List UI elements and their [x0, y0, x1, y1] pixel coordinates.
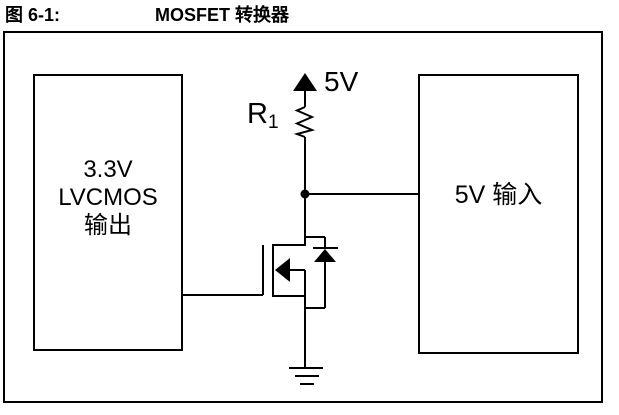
resistor-label: R1	[247, 98, 279, 133]
left-box-line-2: LVCMOS	[58, 184, 158, 211]
resistor-subscript: 1	[267, 112, 279, 133]
body-arrow-icon	[275, 258, 290, 282]
block-5v-input: 5V 输入	[418, 74, 579, 354]
left-box-line-1: 3.3V	[83, 156, 133, 183]
diode-triangle	[314, 249, 336, 262]
supply-voltage-label: 5V	[324, 66, 359, 97]
figure-label: 图 6-1:	[5, 5, 61, 25]
block-3v3-lvcmos-output: 3.3V LVCMOS 输出	[33, 74, 183, 351]
left-box-line-3: 输出	[84, 212, 132, 239]
ground-icon	[289, 367, 323, 385]
body-diode-icon	[305, 236, 338, 309]
figure-title: MOSFET 转换器	[155, 5, 289, 25]
right-box-label: 5V 输入	[454, 181, 543, 209]
resistor-symbol	[293, 106, 316, 138]
supply-arrow-icon	[293, 73, 317, 107]
resistor-letter: R	[247, 98, 268, 130]
n-channel-mosfet-icon	[182, 244, 306, 297]
